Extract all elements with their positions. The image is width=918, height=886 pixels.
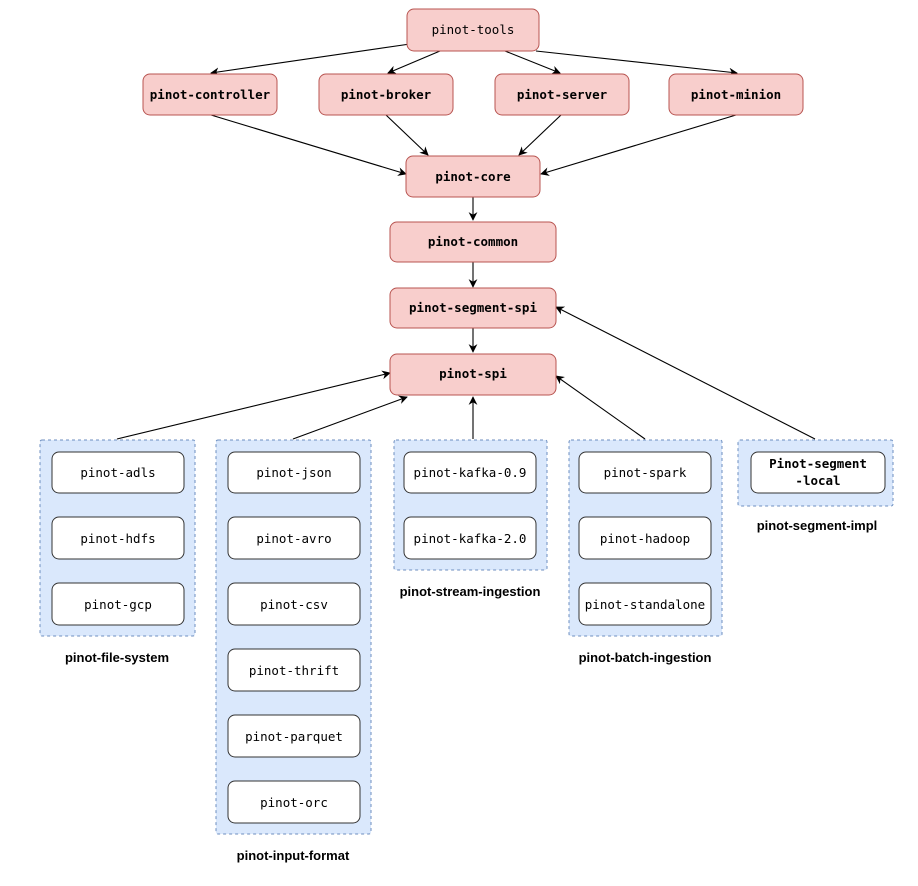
node-label: pinot-tools — [432, 22, 515, 37]
node-pinot-thrift[interactable]: pinot-thrift — [227, 648, 361, 692]
edge-file-system-spi — [116, 370, 391, 440]
edge-tools-controller — [210, 43, 411, 77]
node-pinot-csv[interactable]: pinot-csv — [227, 582, 361, 626]
node-label: pinot-kafka-2.0 — [414, 531, 527, 546]
node-pinot-kafka-2-0[interactable]: pinot-kafka-2.0 — [403, 516, 537, 560]
node-label: pinot-thrift — [249, 663, 339, 678]
node-pinot-spi[interactable]: pinot-spi — [389, 353, 557, 396]
node-pinot-hdfs[interactable]: pinot-hdfs — [51, 516, 185, 560]
node-label: pinot-parquet — [245, 729, 343, 744]
node-pinot-kafka-0-9[interactable]: pinot-kafka-0.9 — [403, 451, 537, 494]
node-pinot-server[interactable]: pinot-server — [494, 73, 630, 116]
edge-broker-core — [385, 114, 429, 156]
node-label-line-2: -local — [795, 473, 840, 488]
node-pinot-minion[interactable]: pinot-minion — [668, 73, 804, 116]
node-label: pinot-json — [256, 465, 331, 480]
node-pinot-parquet[interactable]: pinot-parquet — [227, 714, 361, 758]
node-pinot-avro[interactable]: pinot-avro — [227, 516, 361, 560]
group-input-format — [215, 439, 372, 835]
group-label-input-format: pinot-input-format — [237, 848, 350, 863]
node-label: pinot-standalone — [585, 597, 705, 612]
node-pinot-orc[interactable]: pinot-orc — [227, 780, 361, 824]
edge-minion-core — [540, 114, 737, 176]
edge-controller-core — [210, 114, 407, 176]
node-label: pinot-hadoop — [600, 531, 690, 546]
node-label: pinot-controller — [150, 87, 271, 102]
node-label: pinot-avro — [256, 531, 331, 546]
node-pinot-json[interactable]: pinot-json — [227, 451, 361, 494]
node-pinot-segment-local[interactable]: Pinot-segment -local — [750, 451, 886, 494]
node-pinot-core[interactable]: pinot-core — [405, 155, 541, 198]
group-label-segment-impl: pinot-segment-impl — [757, 518, 878, 533]
edge-server-core — [518, 114, 562, 156]
node-label: pinot-orc — [260, 795, 328, 810]
edge-batch-ingestion-spi — [555, 375, 646, 440]
node-label: pinot-hdfs — [80, 531, 155, 546]
group-label-file-system: pinot-file-system — [65, 650, 169, 665]
group-label-stream-ingestion: pinot-stream-ingestion — [400, 584, 541, 599]
node-pinot-tools[interactable]: pinot-tools — [406, 8, 540, 52]
group-label-batch-ingestion: pinot-batch-ingestion — [579, 650, 712, 665]
node-label: pinot-gcp — [84, 597, 152, 612]
node-label: pinot-common — [428, 234, 518, 249]
edge-segment-impl-segment-spi — [555, 306, 816, 440]
edge-tools-minion — [535, 50, 738, 77]
node-label: pinot-segment-spi — [409, 300, 537, 315]
node-pinot-common[interactable]: pinot-common — [389, 221, 557, 263]
node-label: pinot-broker — [341, 87, 432, 102]
node-pinot-gcp[interactable]: pinot-gcp — [51, 582, 185, 626]
node-pinot-standalone[interactable]: pinot-standalone — [578, 582, 712, 626]
node-label: pinot-spi — [439, 366, 507, 381]
node-label: pinot-minion — [691, 87, 781, 102]
node-label-line-1: Pinot-segment — [769, 456, 867, 471]
node-pinot-hadoop[interactable]: pinot-hadoop — [578, 516, 712, 560]
edge-input-format-spi — [292, 395, 408, 440]
node-label: pinot-csv — [260, 597, 328, 612]
node-pinot-segment-spi[interactable]: pinot-segment-spi — [389, 287, 557, 329]
node-label: pinot-kafka-0.9 — [414, 465, 527, 480]
edge-tools-server — [504, 50, 561, 75]
node-pinot-spark[interactable]: pinot-spark — [578, 451, 712, 494]
node-pinot-broker[interactable]: pinot-broker — [318, 73, 454, 116]
node-label: pinot-spark — [604, 465, 687, 480]
node-label: pinot-core — [435, 169, 511, 184]
node-label: pinot-adls — [80, 465, 155, 480]
edge-tools-broker — [387, 50, 441, 74]
node-pinot-adls[interactable]: pinot-adls — [51, 451, 185, 494]
node-label: pinot-server — [517, 87, 608, 102]
node-pinot-controller[interactable]: pinot-controller — [142, 73, 278, 116]
